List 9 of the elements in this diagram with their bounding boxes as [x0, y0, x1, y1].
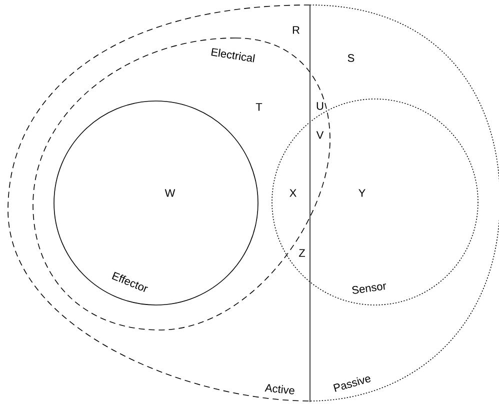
- region-letter: X: [290, 189, 296, 197]
- region-letter: R: [292, 26, 300, 34]
- region-letter: W: [164, 189, 176, 197]
- region-letter: Y: [358, 189, 366, 197]
- region-letter: S: [348, 54, 354, 62]
- region-letter: V: [316, 131, 324, 139]
- region-letter: T: [256, 103, 262, 111]
- region-letter: U: [316, 102, 324, 110]
- region-letter: Z: [298, 249, 305, 257]
